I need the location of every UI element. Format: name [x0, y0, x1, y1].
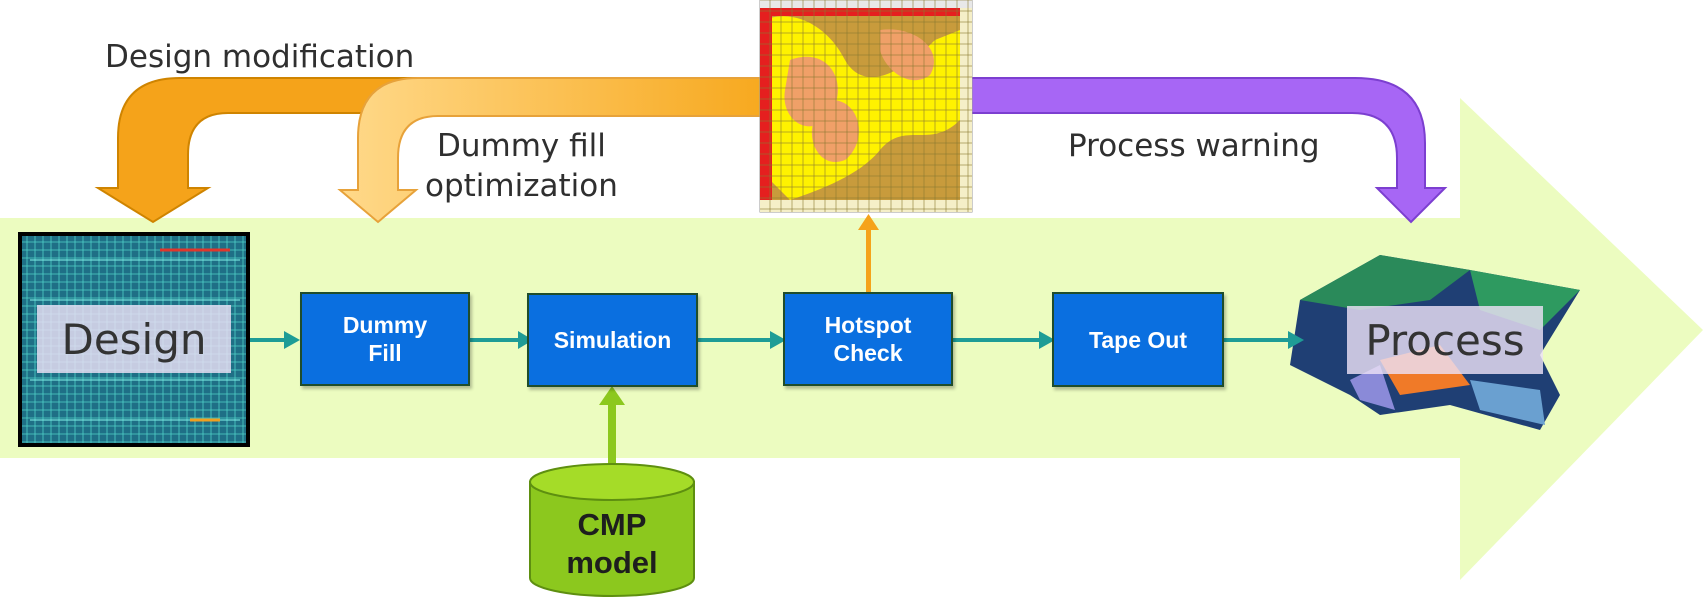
process-label: Process [1347, 306, 1543, 374]
cmp-model-cylinder [529, 463, 695, 597]
process-warning-arrow [964, 77, 1448, 224]
dummy-fill-box: Dummy Fill [300, 292, 470, 386]
simulation-box: Simulation [527, 293, 698, 387]
connector-dummy-fill-to-simulation [468, 331, 533, 349]
connector-design-to-dummy-fill [250, 331, 300, 349]
design-label: Design [37, 305, 231, 373]
connector-tape-out-to-process [1222, 331, 1304, 349]
dummy-fill-arrow [337, 77, 771, 224]
cmp-up-arrow [599, 386, 625, 470]
dummy-fill-optimization-label: Dummy fill optimization [425, 128, 618, 204]
design-modification-label: Design modification [105, 39, 415, 75]
process-warning-label: Process warning [1068, 128, 1320, 164]
hotspot-check-box: Hotspot Check [783, 292, 953, 386]
connector-simulation-to-hotspot [696, 331, 786, 349]
cmp-model-label: CMP model [566, 507, 658, 580]
tape-out-box: Tape Out [1052, 292, 1224, 387]
hotspot-heatmap-image [759, 0, 973, 213]
hotspot-up-arrow [858, 214, 879, 294]
connector-hotspot-to-tape-out [951, 331, 1055, 349]
